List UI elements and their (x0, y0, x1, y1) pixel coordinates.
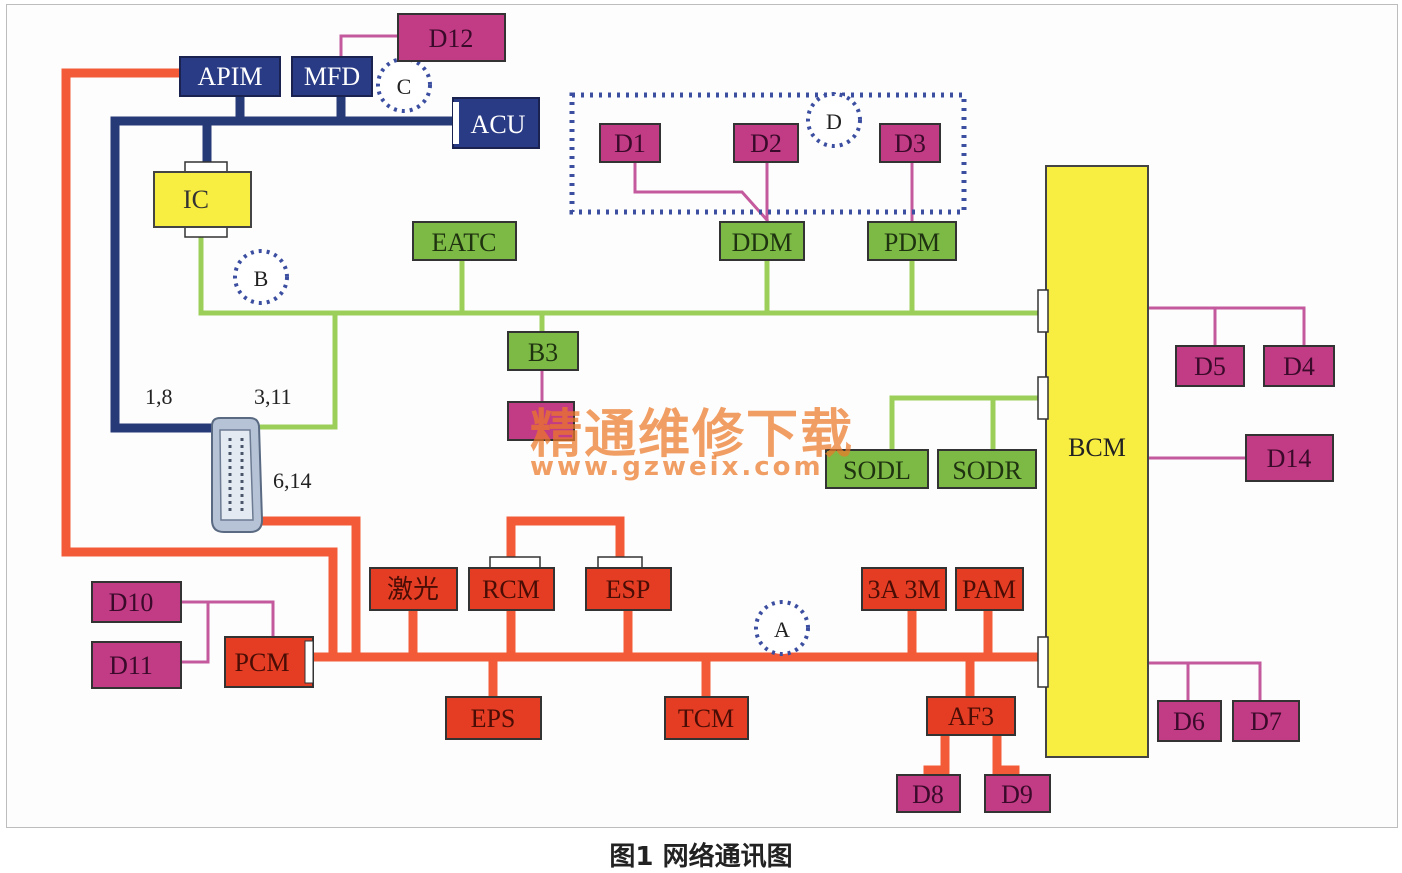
svg-text:SODL: SODL (843, 456, 911, 485)
svg-text:D11: D11 (109, 651, 153, 680)
private-link-wires (179, 34, 1306, 703)
svg-text:ACU: ACU (471, 110, 526, 139)
svg-text:B: B (254, 266, 269, 291)
svg-text:D8: D8 (912, 780, 944, 809)
module-d8: D8 (896, 774, 961, 813)
pin-label-1-8: 1,8 (145, 384, 173, 409)
svg-text:C: C (397, 74, 412, 99)
module-b3-sub (507, 401, 575, 441)
svg-text:ESP: ESP (606, 575, 651, 604)
svg-text:D6: D6 (1173, 707, 1205, 736)
module-mfd: MFD (291, 56, 373, 97)
network-label-d: D (806, 92, 862, 148)
obd-connector-icon (211, 417, 264, 533)
svg-text:D2: D2 (750, 129, 782, 158)
svg-text:DDM: DDM (732, 228, 793, 257)
module-ddm: DDM (719, 221, 805, 261)
watermark-title: 精通维修下载 (530, 405, 855, 465)
module-d5: D5 (1175, 345, 1245, 387)
svg-text:RCM: RCM (482, 575, 540, 604)
pin-label-6-14: 6,14 (273, 468, 312, 493)
module-d4: D4 (1263, 345, 1335, 387)
network-label-c: C (376, 57, 432, 113)
svg-text:EATC: EATC (432, 228, 497, 257)
module-apim: APIM (179, 56, 281, 97)
module-eatc: EATC (412, 221, 517, 261)
module-ic: IC (153, 161, 252, 238)
svg-text:MFD: MFD (304, 62, 360, 91)
svg-text:D1: D1 (614, 129, 646, 158)
svg-text:3A 3M: 3A 3M (868, 575, 941, 604)
svg-text:D3: D3 (894, 129, 926, 158)
module-bcm: BCM (1037, 165, 1149, 758)
module-af3: AF3 (926, 696, 1016, 736)
svg-text:D: D (826, 109, 842, 134)
svg-text:D9: D9 (1001, 780, 1033, 809)
svg-text:D5: D5 (1194, 352, 1226, 381)
module-tcm: TCM (664, 696, 749, 740)
svg-text:B3: B3 (528, 338, 558, 367)
module-d9: D9 (984, 774, 1051, 813)
network-label-a: A (754, 600, 810, 656)
svg-text:PCM: PCM (235, 648, 290, 677)
module-sodl: SODL (825, 449, 929, 489)
svg-text:PAM: PAM (962, 575, 1016, 604)
module-sodr: SODR (937, 449, 1037, 489)
module-pam: PAM (955, 567, 1024, 611)
svg-text:D7: D7 (1250, 707, 1282, 736)
module-pcm: PCM (224, 636, 314, 688)
hs-can-wires (61, 68, 1045, 780)
info-can-wires (110, 91, 460, 433)
svg-text:APIM: APIM (197, 62, 262, 91)
module-d7: D7 (1232, 700, 1300, 742)
svg-text:D12: D12 (429, 24, 474, 53)
svg-text:激光: 激光 (387, 575, 439, 604)
module-esp: ESP (585, 556, 672, 611)
svg-text:IC: IC (183, 185, 209, 214)
svg-text:D10: D10 (109, 588, 154, 617)
d-group-border (569, 92, 967, 215)
module-d6: D6 (1157, 700, 1222, 742)
module-d3: D3 (879, 123, 941, 163)
svg-text:TCM: TCM (678, 704, 734, 733)
module-rcm: RCM (468, 556, 555, 611)
svg-text:AF3: AF3 (948, 702, 994, 731)
module-eps: EPS (445, 696, 542, 740)
svg-text:A: A (774, 617, 790, 642)
module-d12: D12 (397, 13, 506, 62)
svg-text:D14: D14 (1267, 444, 1312, 473)
svg-text:PDM: PDM (884, 228, 940, 257)
svg-text:SODR: SODR (952, 456, 1022, 485)
module-acu: ACU (452, 97, 540, 149)
module-laser: 激光 (369, 567, 458, 611)
module-d2: D2 (733, 123, 799, 163)
module-3a3m: 3A 3M (861, 567, 947, 611)
svg-text:BCM: BCM (1068, 433, 1126, 462)
module-pdm: PDM (867, 221, 957, 261)
svg-text:EPS: EPS (471, 704, 516, 733)
svg-text:D4: D4 (1283, 352, 1315, 381)
module-b3: B3 (507, 331, 579, 371)
figure-caption: 图1 网络通讯图 (609, 842, 793, 872)
module-d11: D11 (91, 641, 182, 689)
module-d1: D1 (599, 123, 661, 163)
ms-can-wires (198, 233, 1043, 453)
watermark-url: www.gzweix.com (530, 452, 824, 482)
pin-label-3-11: 3,11 (254, 384, 292, 409)
network-label-b: B (233, 249, 289, 305)
module-d10: D10 (91, 581, 182, 623)
module-d14: D14 (1245, 434, 1334, 482)
